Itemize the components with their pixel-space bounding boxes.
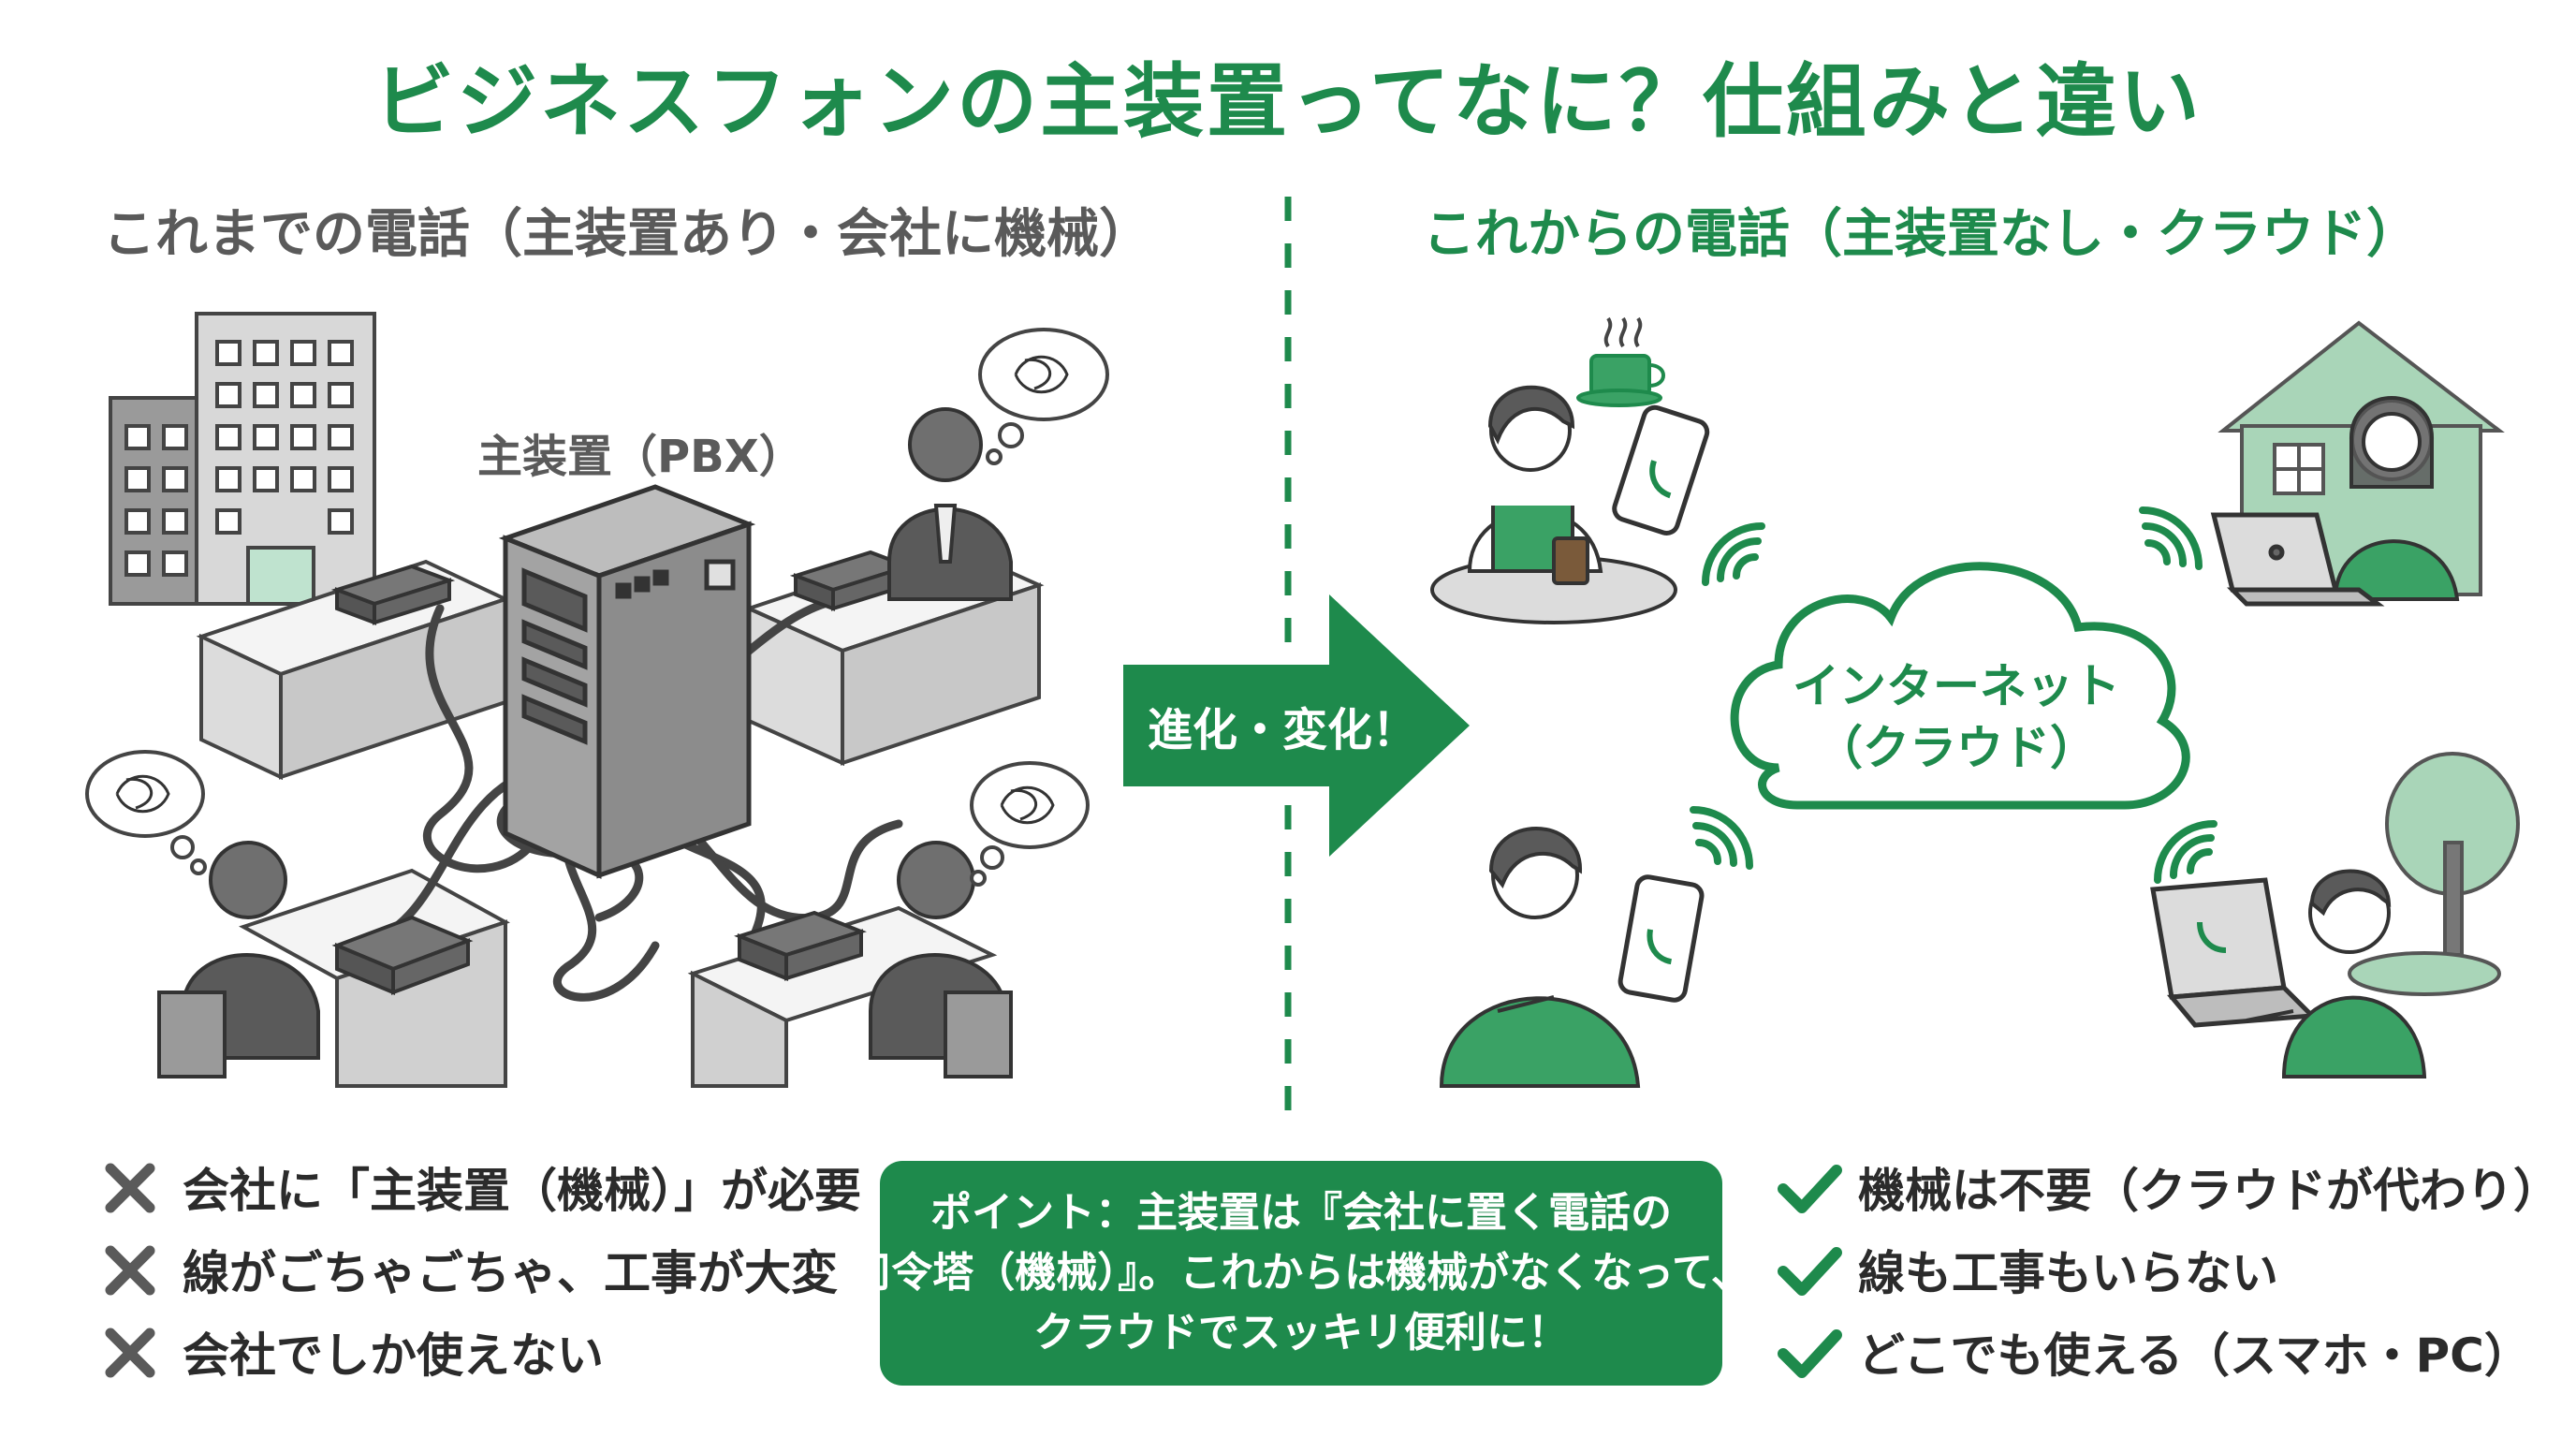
right-heading: これからの電話（主装置なし・クラウド） (1423, 204, 2419, 265)
left-points-list: 会社に「主装置（機械）」が必要 線がごちゃごちゃ、工事が大変 会社でしか使えない (183, 1146, 861, 1393)
smartphone-icon (1612, 404, 1710, 536)
page-title: ビジネスフォンの主装置ってなに？仕組みと違い (373, 55, 2203, 149)
list-item-text: 会社に「主装置（機械）」が必要 (183, 1164, 861, 1218)
list-item-text: どこでも使える（スマホ・PC） (1858, 1328, 2531, 1383)
laptop-icon-2 (2150, 877, 2318, 1028)
evolution-arrow-label: 進化・変化！ (1147, 704, 1417, 756)
key-point-box: ポイント：主装置は『会社に置く電話の 司令塔（機械）』。これからは機械がなくなっ… (850, 1161, 1752, 1386)
worry-thought-bubble-3 (970, 761, 1090, 887)
desk-phone-icon (330, 564, 456, 625)
list-item: 会社でしか使えない (183, 1311, 861, 1393)
wifi-signal-icon (1702, 522, 1765, 586)
laptop-icon (2210, 512, 2385, 607)
pbx-label: 主装置（PBX） (477, 431, 804, 483)
cross-icon-2 (105, 1245, 155, 1296)
wifi-signal-icon-2 (2139, 506, 2203, 570)
list-item-text: 線がごちゃごちゃ、工事が大変 (183, 1246, 838, 1300)
check-icon-2 (1778, 1247, 1842, 1296)
worry-thought-bubble (978, 328, 1109, 465)
right-points-list: 機械は不要（クラウドが代わり） 線も工事もいらない どこでも使える（スマホ・PC… (1858, 1146, 2560, 1393)
tree-icon (2348, 752, 2520, 996)
list-item: 機械は不要（クラウドが代わり） (1858, 1146, 2560, 1228)
list-item: どこでも使える（スマホ・PC） (1858, 1311, 2560, 1393)
coffee-cup-icon (1576, 316, 1665, 407)
wifi-signal-icon-4 (2154, 820, 2217, 884)
key-point-line2: 司令塔（機械）』。これからは機械がなくなって、 (850, 1249, 1752, 1297)
cafe-worker-icon (1430, 385, 1677, 624)
list-item-text: 線も工事もいらない (1858, 1246, 2278, 1300)
key-point-line1: ポイント：主装置は『会社に置く電話の (930, 1189, 1672, 1237)
cross-icon (105, 1163, 155, 1213)
mobile-user-icon (1439, 827, 1641, 1088)
home-worker-icon (2333, 396, 2460, 601)
office-desk-left (196, 559, 511, 781)
list-item-text: 機械は不要（クラウドが代わり） (1858, 1164, 2560, 1218)
desk-phone-icon-4 (734, 910, 867, 981)
check-icon (1778, 1165, 1842, 1213)
desk-phone-icon-3 (331, 915, 474, 995)
laptop-worker-icon (2246, 869, 2427, 1078)
list-item-text: 会社でしか使えない (183, 1328, 604, 1383)
check-icon-3 (1778, 1329, 1842, 1378)
cloud-label-line2: （クラウド） (1816, 721, 2097, 775)
cross-icon-3 (105, 1328, 155, 1378)
list-item: 会社に「主装置（機械）」が必要 (183, 1146, 861, 1228)
worry-thought-bubble-2 (85, 750, 207, 875)
office-worker-icon-3 (869, 841, 1013, 1078)
office-worker-icon (887, 407, 1013, 601)
key-point-line3: クラウドでスッキリ便利に！ (1033, 1309, 1569, 1357)
cloud-label: インターネット （クラウド） (1732, 655, 2181, 779)
smartphone-icon-2 (1617, 874, 1705, 1003)
list-item: 線も工事もいらない (1858, 1228, 2560, 1311)
list-item: 線がごちゃごちゃ、工事が大変 (183, 1228, 861, 1311)
cloud-icon (1730, 562, 2190, 810)
office-worker-icon-2 (157, 841, 320, 1078)
evolution-arrow (1123, 594, 1470, 857)
wifi-signal-icon-3 (1690, 806, 1753, 870)
office-building-icon (109, 312, 376, 606)
left-heading: これまでの電話（主装置あり・会社に機械） (103, 204, 1151, 265)
pbx-server-icon (498, 484, 756, 879)
cloud-label-line1: インターネット (1793, 659, 2120, 713)
